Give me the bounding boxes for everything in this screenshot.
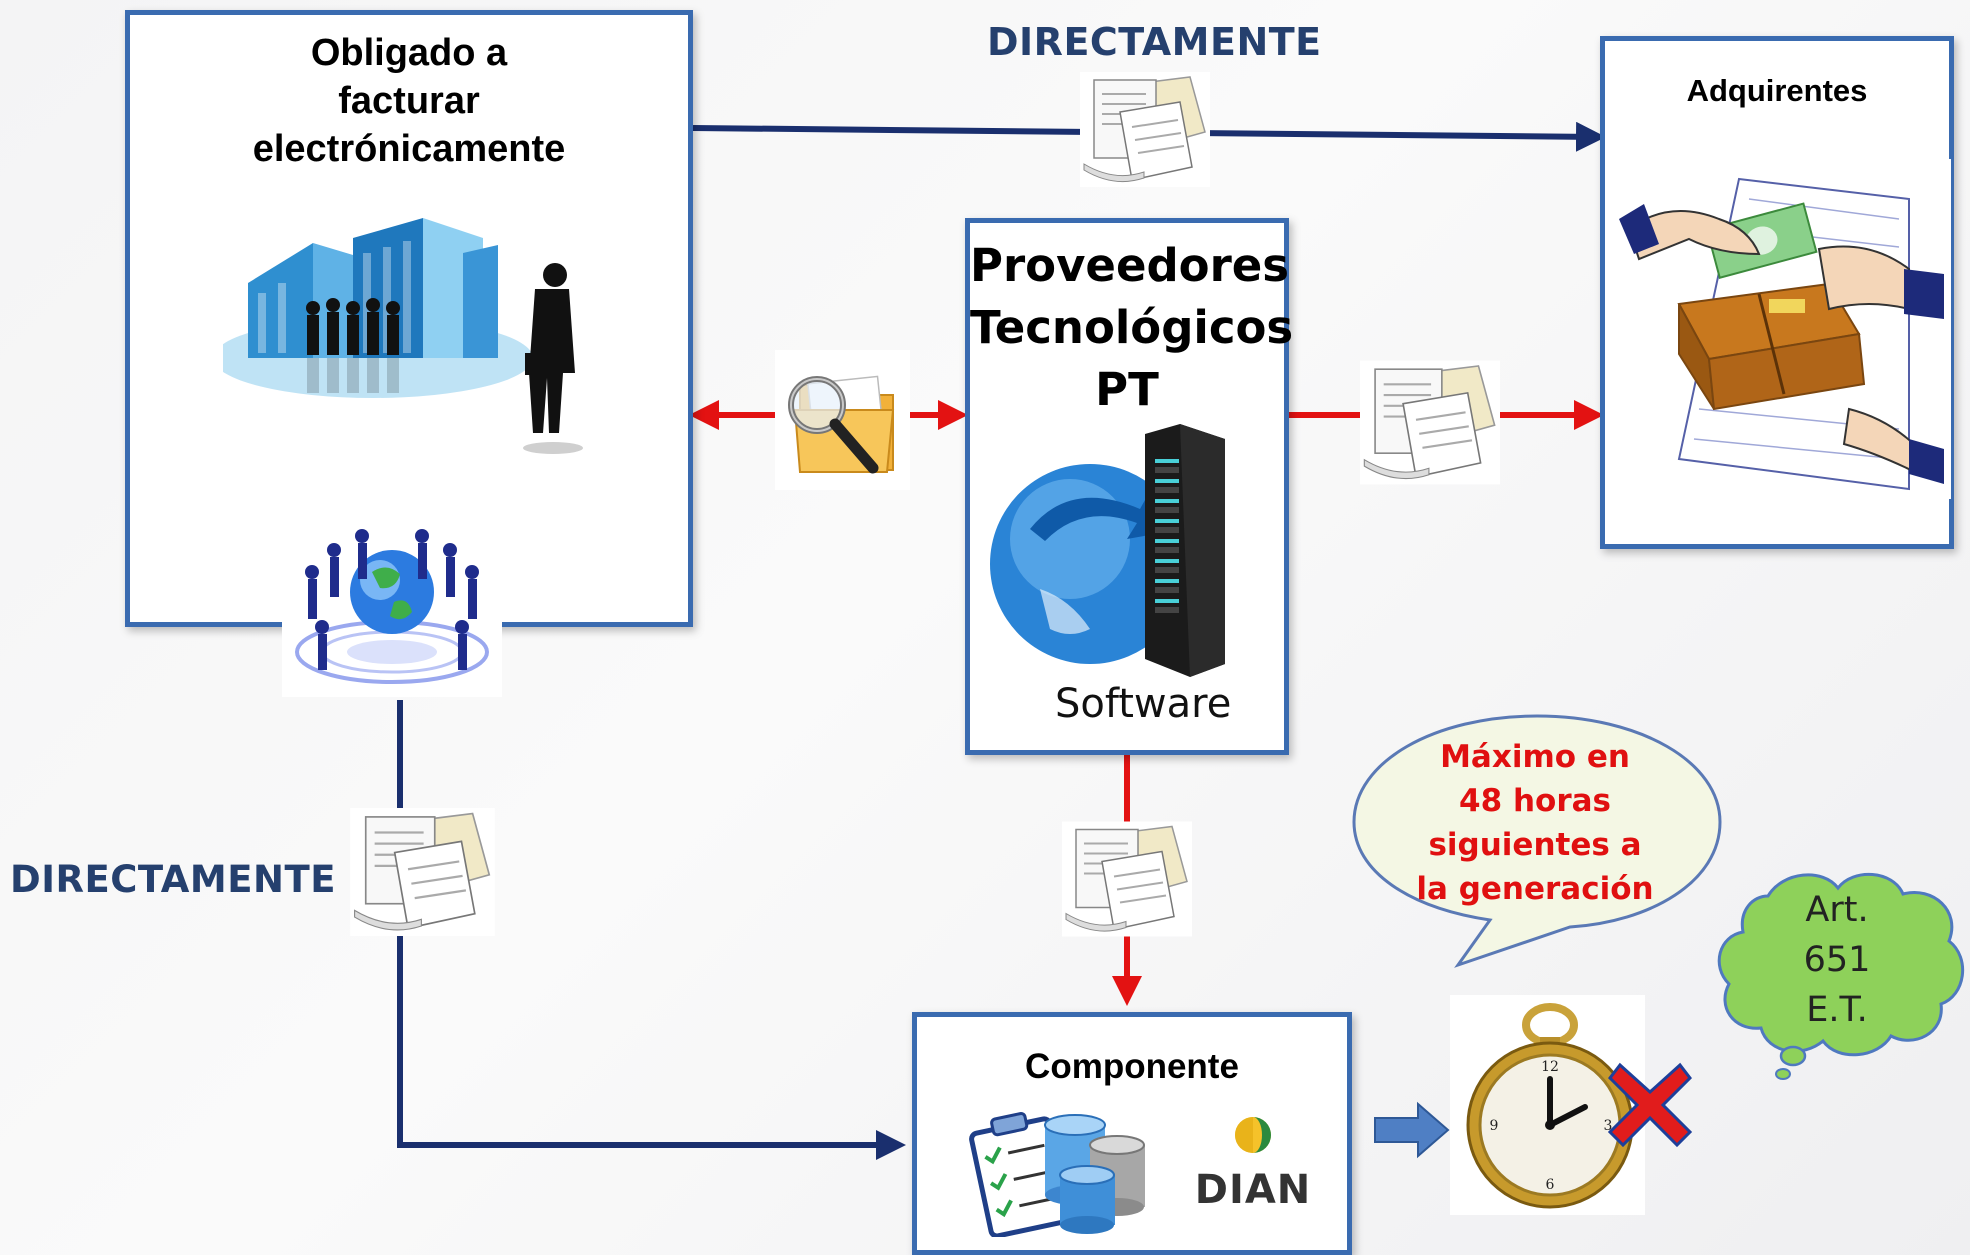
proveedores-title: Proveedores Tecnológicos PT (970, 235, 1294, 421)
obligado-title-line-1: Obligado a (310, 32, 508, 74)
dian-logo: DIAN (1189, 1105, 1317, 1230)
cloud-line-1: Art. (1805, 890, 1869, 930)
invoice-documents-icon (1080, 72, 1210, 187)
proveedores-title-line-2: Tecnológicos (970, 301, 1294, 354)
invoice-documents-icon (1360, 360, 1500, 485)
invoice-documents-icon (350, 808, 495, 936)
bubble-line-2: 48 horas (1459, 783, 1611, 819)
obligado-title-line-3: electrónicamente (252, 128, 566, 170)
speech-bubble-shape (1352, 714, 1722, 968)
adquirentes-title: Adquirentes (1686, 73, 1868, 108)
componente-title: Componente (1025, 1047, 1239, 1086)
bubble-line-3: siguientes a (1428, 827, 1642, 863)
bubble-line-1: Máximo en (1440, 739, 1630, 775)
bubble-line-4: la generación (1416, 871, 1654, 907)
componente-box: Componente (912, 1012, 1352, 1255)
dian-logo-text: DIAN (1194, 1167, 1312, 1213)
svg-text:12: 12 (1541, 1059, 1559, 1075)
global-network-icon (282, 502, 502, 697)
cloud-line-3: E.T. (1806, 990, 1868, 1030)
proveedores-box: Proveedores Tecnológicos PT Software (965, 218, 1294, 755)
svg-text:3: 3 (1604, 1118, 1613, 1134)
dian-emblem-icon (1235, 1117, 1271, 1153)
svg-text:9: 9 (1490, 1118, 1499, 1134)
directamente-top-label: DIRECTAMENTE (987, 20, 1322, 64)
cloud-line-2: 651 (1803, 940, 1871, 980)
proveedores-title-line-1: Proveedores (970, 239, 1290, 292)
software-label: Software (1055, 681, 1232, 727)
obligado-title: Obligado a facturar electrónicamente (130, 29, 688, 173)
globe-server-icon (980, 419, 1280, 684)
svg-text:6: 6 (1546, 1177, 1555, 1193)
directamente-left-label: DIRECTAMENTE (10, 858, 336, 901)
clipboard-database-icon (965, 1105, 1155, 1237)
thought-cloud-shape (1717, 873, 1965, 1080)
handshake-package-icon (1619, 159, 1951, 499)
proveedores-title-line-3: PT (1095, 363, 1159, 416)
buildings-businessmen-icon (223, 183, 643, 473)
cloud-text: Art. 651 E.T. (1772, 885, 1902, 1035)
adquirentes-box: Adquirentes (1600, 36, 1954, 549)
red-x-icon (1607, 1062, 1693, 1148)
invoice-documents-icon (1062, 821, 1192, 937)
speech-bubble-text: Máximo en 48 horas siguientes a la gener… (1400, 735, 1670, 911)
arrow-componente-to-clock (1374, 1101, 1450, 1159)
obligado-title-line-2: facturar (338, 80, 480, 122)
stopwatch-icon: 12 3 6 9 (1450, 995, 1645, 1215)
folder-search-icon (775, 350, 910, 490)
